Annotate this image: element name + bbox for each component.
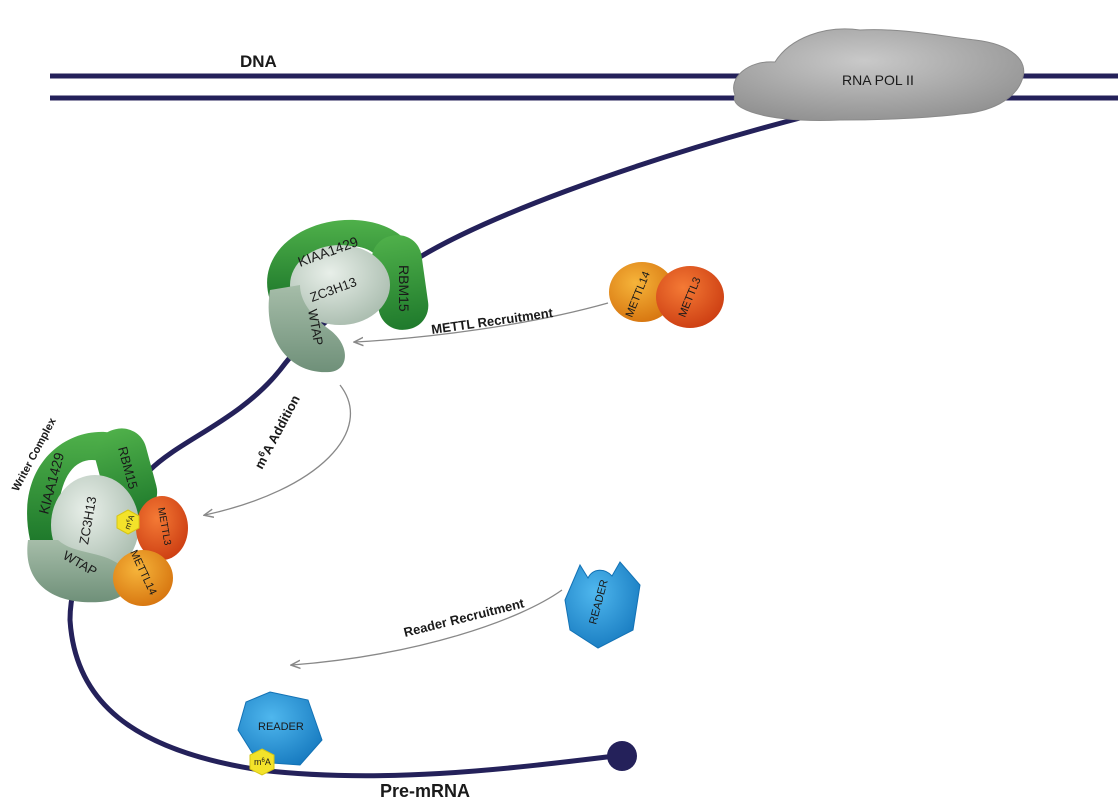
svg-text:m6A: m6A xyxy=(254,757,271,767)
m6a-addition-rest: A Addition xyxy=(259,393,303,457)
reader-bound: READER m6A xyxy=(237,691,323,776)
writer-complex-full: KIAA1429 RBM15 ZC3H13 WTAP METTL3 METTL1… xyxy=(27,428,188,606)
mettl14-bound xyxy=(113,550,173,606)
mrna-5prime-cap xyxy=(607,741,637,771)
mettl-recruitment-arrow xyxy=(355,302,609,342)
m6a-mark-reader-sup: 6 xyxy=(262,758,266,764)
rna-pol-ii-label: RNA POL II xyxy=(842,72,914,88)
pre-mrna-label: Pre-mRNA xyxy=(380,781,470,801)
wtap-full xyxy=(27,540,130,603)
rbm15-upper-label: RBM15 xyxy=(396,265,412,312)
mettl-heterodimer-free: METTL14 METTL3 xyxy=(609,262,724,328)
m6a-mark-complex-sup: 6 xyxy=(125,518,132,523)
writer-partial-complex: KIAA1429 RBM15 ZC3H13 WTAP xyxy=(267,219,429,373)
zc3h13-upper xyxy=(290,245,390,325)
m6a-addition-sup: 6 xyxy=(256,449,267,458)
dna-label: DNA xyxy=(240,52,277,71)
reader-free: READER xyxy=(564,561,641,649)
pre-mrna-strand xyxy=(67,115,803,779)
m6a-mark-reader: m6A xyxy=(249,748,275,776)
rbm15-upper xyxy=(371,235,429,330)
m6a-addition-label: m6A Addition xyxy=(251,392,303,471)
svg-text:m6A: m6A xyxy=(123,513,137,531)
wtap-upper xyxy=(268,285,345,373)
rna-pol-ii: RNA POL II xyxy=(733,28,1025,121)
m6a-mark-reader-m: m xyxy=(254,757,262,767)
mettl3-bound xyxy=(136,496,188,560)
reader-bound-label: READER xyxy=(258,721,304,733)
reader-recruitment-arrow xyxy=(292,589,563,665)
m6a-addition-arrow xyxy=(205,384,351,515)
mettl-recruitment-label: METTL Recruitment xyxy=(430,305,554,337)
mettl3-free xyxy=(656,266,724,328)
wtap-upper-label: WTAP xyxy=(305,308,326,347)
m6a-mark-complex-a: A xyxy=(126,513,137,522)
m6a-mark-complex: m6A xyxy=(116,509,140,535)
m6a-mark-complex-m: m xyxy=(123,521,134,531)
m6a-mark-reader-a: A xyxy=(265,757,271,767)
